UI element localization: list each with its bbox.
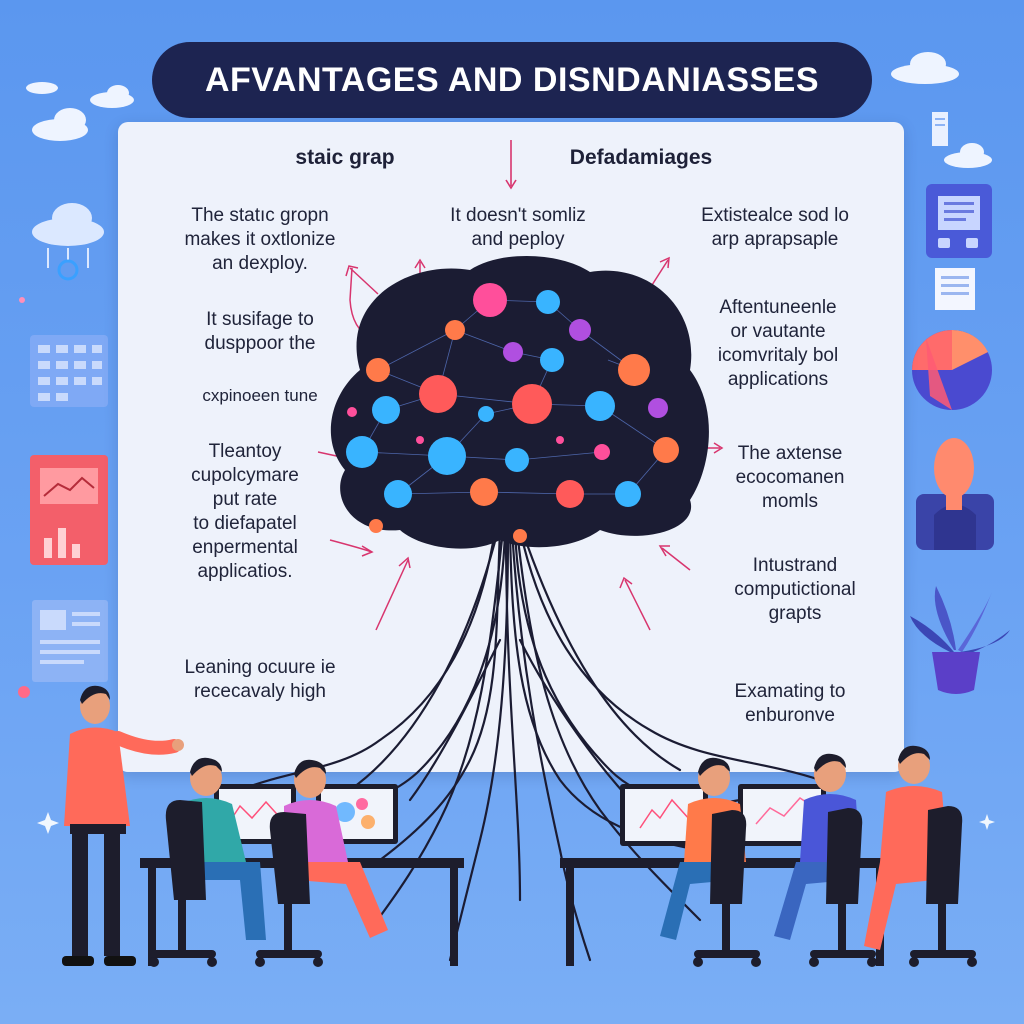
pie-chart-icon — [912, 329, 992, 410]
left-column-header: staic grap — [295, 146, 395, 169]
plant-icon — [910, 586, 1010, 694]
calendar-panel-icon — [30, 335, 108, 407]
left-point-5: Leaning ocuure ie rececavaly high — [184, 657, 336, 702]
center-point: It doesn't somliz and peploy — [450, 205, 586, 250]
note-icon — [935, 268, 975, 310]
cloud-upload-icon — [32, 203, 104, 281]
right-column-header: Defadamiages — [569, 146, 713, 169]
dot-icon — [18, 686, 30, 698]
title-banner: AFVANTAGES AND DISNDANIASSES — [152, 42, 872, 118]
left-point-1: The statıc gropn makes it oxtlonize an d… — [184, 205, 336, 274]
office-chair — [255, 812, 323, 967]
right-point-1: Extistealce sod lo arp aprapsaple — [701, 205, 849, 250]
office-chair — [909, 806, 977, 967]
presenter-person — [62, 685, 184, 966]
right-point-4: Intustrand computictional grapts — [734, 555, 856, 624]
left-point-2: It susifage to dusppoor the — [204, 309, 316, 354]
left-point-4: Tleantoy cupolcymare put rate to diefapa… — [191, 441, 299, 582]
neural-brain-graphic — [330, 255, 709, 549]
document-panel-icon — [32, 600, 108, 682]
office-chair — [149, 800, 217, 967]
document-icon — [932, 112, 948, 146]
form-panel-icon — [926, 184, 992, 258]
page-title: AFVANTAGES AND DISNDANIASSES — [204, 60, 820, 99]
divider-arrow-icon — [505, 140, 517, 190]
bar-chart-panel-icon — [30, 455, 108, 565]
right-point-3: The axtense ecocomanen momls — [735, 443, 845, 512]
person-icon — [916, 438, 994, 550]
neural-nodes — [346, 283, 679, 543]
right-point-2: Aftentuneenle or vautante icomvritaly bo… — [717, 297, 839, 390]
left-point-3: cxpinoeen tune — [202, 386, 318, 405]
cloud-icon — [26, 52, 992, 168]
office-chair — [809, 808, 877, 967]
office-chair — [693, 810, 761, 967]
right-point-5: Examating to enburonve — [734, 681, 846, 726]
